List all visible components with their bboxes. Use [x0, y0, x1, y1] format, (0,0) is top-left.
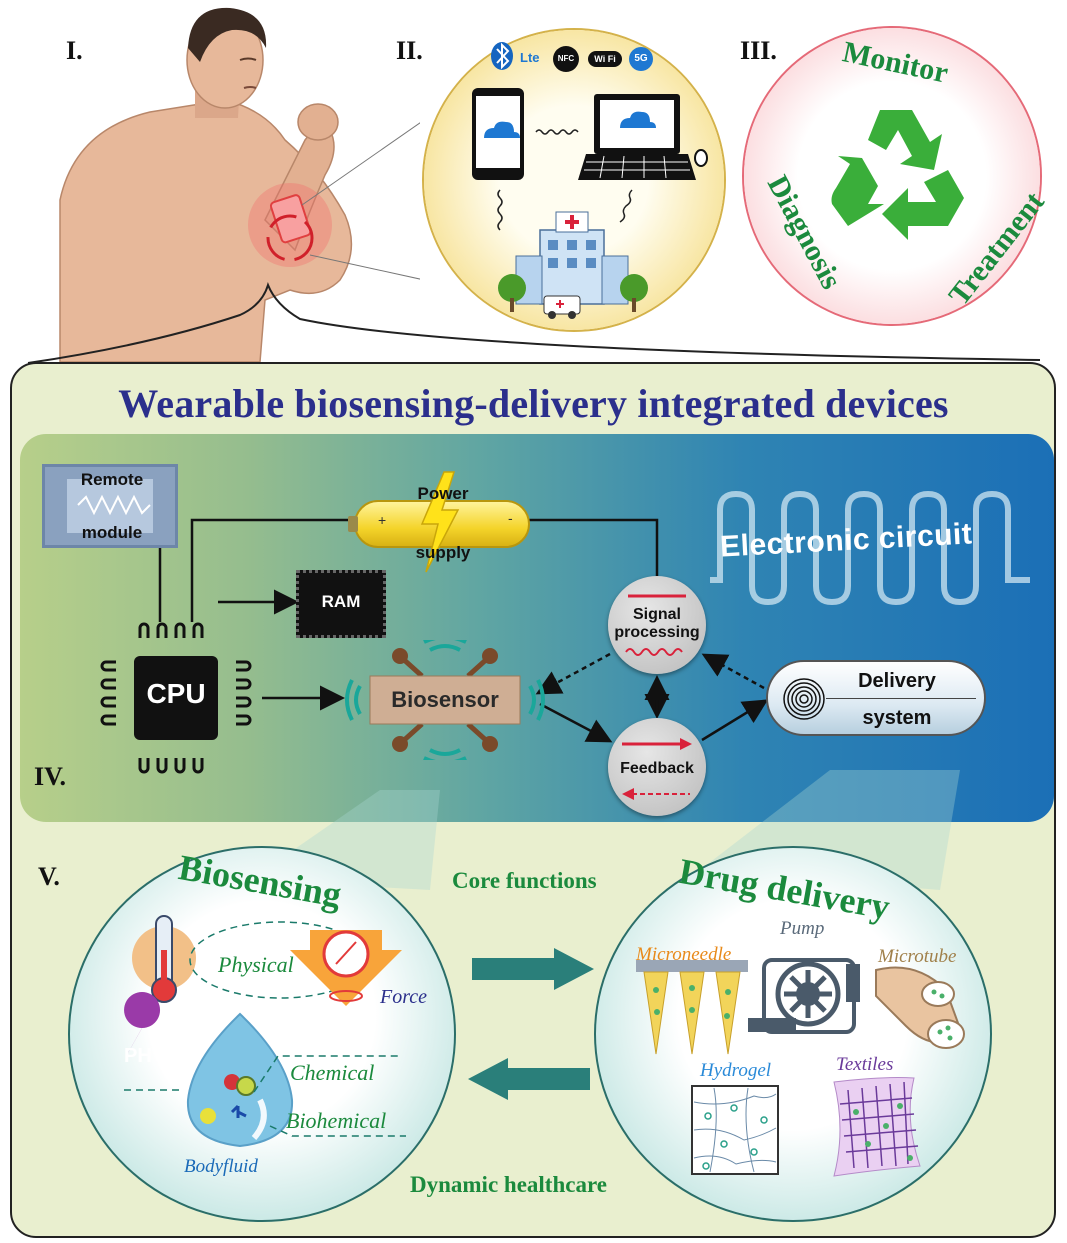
signal-wave-icon	[625, 594, 686, 656]
biosensing-circle	[68, 846, 456, 1222]
arrow-right-icon	[472, 948, 594, 990]
force-label: Force	[380, 986, 428, 1008]
person-illustration	[59, 7, 420, 362]
panel-connector	[27, 281, 1041, 364]
microneedle-label: Microneedle	[636, 944, 732, 965]
care-cycle-circle	[744, 28, 1040, 324]
circuit-wiring	[158, 518, 769, 743]
textiles-label: Textiles	[836, 1054, 894, 1075]
cpu-chip	[134, 656, 218, 740]
feedback-node	[608, 718, 706, 816]
hydrogel-label: Hydrogel	[700, 1060, 772, 1081]
cpu-pins	[100, 622, 252, 774]
delivery-label-1: Delivery	[858, 670, 936, 692]
biosensor-label: Biosensor	[391, 687, 499, 712]
drug-delivery-illustration	[636, 958, 965, 1177]
bluetooth-icon	[491, 42, 513, 70]
remote-module-label-1: Remote	[80, 470, 144, 489]
5g-icon: 5G	[629, 47, 653, 71]
circuit-band	[20, 434, 1054, 822]
circuit-wave	[710, 490, 1030, 606]
feedback-label: Feedback	[620, 760, 694, 777]
antenna-zigzag-icon	[77, 494, 151, 516]
delivery-divider	[826, 698, 976, 699]
remote-module-label-2: module	[81, 523, 143, 542]
nfc-icon: NFC	[553, 46, 579, 72]
connectivity-illustration	[472, 42, 708, 319]
signal-processing-node	[608, 576, 706, 674]
panel-label-ii: II.	[396, 36, 423, 65]
remote-module	[42, 464, 178, 548]
battery-terminal	[348, 516, 358, 532]
arrow-left-icon	[468, 1058, 590, 1100]
microtube-label: Microtube	[878, 946, 957, 967]
ram-label: RAM	[321, 592, 361, 611]
coil-icon	[783, 678, 825, 720]
power-label-1: Power	[417, 484, 469, 503]
feedback-arrows-icon	[622, 738, 692, 800]
cpu-label: CPU	[146, 678, 206, 709]
battery-minus: -	[508, 510, 513, 526]
recycle-icon	[831, 110, 964, 240]
panel-label-v: V.	[38, 862, 60, 891]
delivery-label-2: system	[862, 707, 932, 729]
signal-label-1: Signal	[632, 606, 681, 623]
biosensor-graphic	[345, 640, 545, 760]
dynamic-healthcare-label: Dynamic healthcare	[410, 1172, 607, 1197]
wifi-icon: Wi Fi	[588, 51, 622, 67]
ram-chip	[296, 570, 386, 638]
chemical-label: Chemical	[290, 1060, 375, 1085]
signal-label-2: processing	[614, 624, 700, 641]
biosensing-illustration	[124, 915, 406, 1148]
ph-label: PH	[124, 1045, 152, 1067]
biochemical-label: Biohemical	[286, 1108, 387, 1133]
pump-label: Pump	[780, 918, 825, 939]
panel-label-i: I.	[66, 36, 83, 65]
panel-label-iv: IV.	[34, 762, 67, 791]
bodyfluid-label: Bodyfluid	[184, 1156, 258, 1177]
power-label-2: supply	[415, 543, 471, 562]
battery-plus: +	[378, 512, 387, 528]
panel-label-iii: III.	[740, 36, 777, 65]
core-functions-label: Core functions	[452, 868, 597, 893]
main-title: Wearable biosensing-delivery integrated …	[118, 381, 949, 426]
lightning-icon	[420, 471, 460, 573]
lte-icon: Lte	[520, 50, 540, 65]
physical-label: Physical	[218, 952, 294, 977]
